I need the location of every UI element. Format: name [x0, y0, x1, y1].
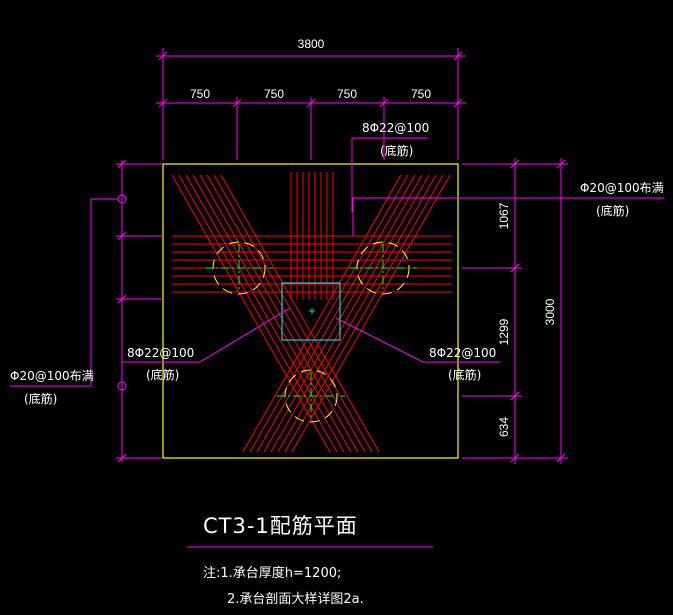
rebar-diagonal-left	[178, 174, 338, 453]
top-rebar-sub: (底筋)	[380, 143, 413, 158]
top-rebar-label: 8Φ22@100	[362, 121, 429, 135]
right-mesh-leader	[352, 197, 664, 236]
drawing-title: CT3-1配筋平面	[203, 514, 358, 538]
pile-bottom	[277, 369, 345, 423]
rebar-diagonal-right	[263, 174, 423, 453]
right-mesh-label: Φ20@100布满	[580, 181, 664, 195]
column-center-mark	[309, 308, 315, 314]
right-rebar-sub: (底筋)	[448, 367, 481, 382]
right-rebar-leader	[335, 317, 500, 363]
rebar-diagonal-left	[185, 174, 345, 453]
dim-top-total: 3800	[298, 37, 325, 51]
rebar-diagonal-right	[277, 174, 437, 453]
rebar-diagonal-left	[171, 174, 331, 453]
rebar-diagonal-left	[192, 174, 352, 453]
rebar-diagonal-left	[199, 174, 359, 453]
dim-top-seg-2: 750	[264, 87, 284, 101]
left-mesh-label: Φ20@100布满	[10, 369, 94, 383]
rebar-diagonal-right	[242, 174, 402, 453]
dim-top-seg-3: 750	[337, 87, 357, 101]
rebar-diagonal-right	[291, 174, 451, 453]
dim-top-seg-4: 750	[411, 87, 431, 101]
dim-right-total: 3000	[543, 298, 557, 325]
column-outline	[281, 282, 341, 341]
rebar-diagonal-right	[256, 174, 416, 453]
rebar-diagonal-left	[213, 174, 373, 453]
left-rebar-label: 8Φ22@100	[127, 346, 194, 360]
rebar-diagonal-right	[270, 174, 430, 453]
dim-right-seg-3: 634	[497, 417, 511, 437]
rebar-group	[171, 172, 452, 453]
right-rebar-label: 8Φ22@100	[429, 346, 496, 360]
dim-right-seg-1: 1067	[497, 202, 511, 229]
top-rebar-leader	[351, 137, 428, 212]
pile-right	[349, 241, 417, 295]
top-dimension-chain	[156, 48, 466, 160]
rebar-diagonal-left	[220, 174, 380, 453]
rebar-diagonal-right	[249, 174, 409, 453]
right-dimension-chain	[462, 158, 568, 464]
pile-cap-outline	[162, 163, 459, 459]
left-rebar-leader	[122, 307, 291, 363]
pile-left	[205, 241, 273, 295]
left-mesh-sub: (底筋)	[24, 391, 57, 406]
dim-top-seg-1: 750	[190, 87, 210, 101]
left-rebar-sub: (底筋)	[146, 367, 179, 382]
note-2: 2.承台剖面大样详图2a.	[227, 592, 364, 607]
rebar-diagonal-left	[206, 174, 366, 453]
note-1: 注:1.承台厚度h=1200;	[203, 565, 341, 581]
dim-right-seg-2: 1299	[497, 318, 511, 345]
left-mesh-extent	[10, 159, 163, 463]
right-mesh-sub: (底筋)	[596, 203, 629, 218]
